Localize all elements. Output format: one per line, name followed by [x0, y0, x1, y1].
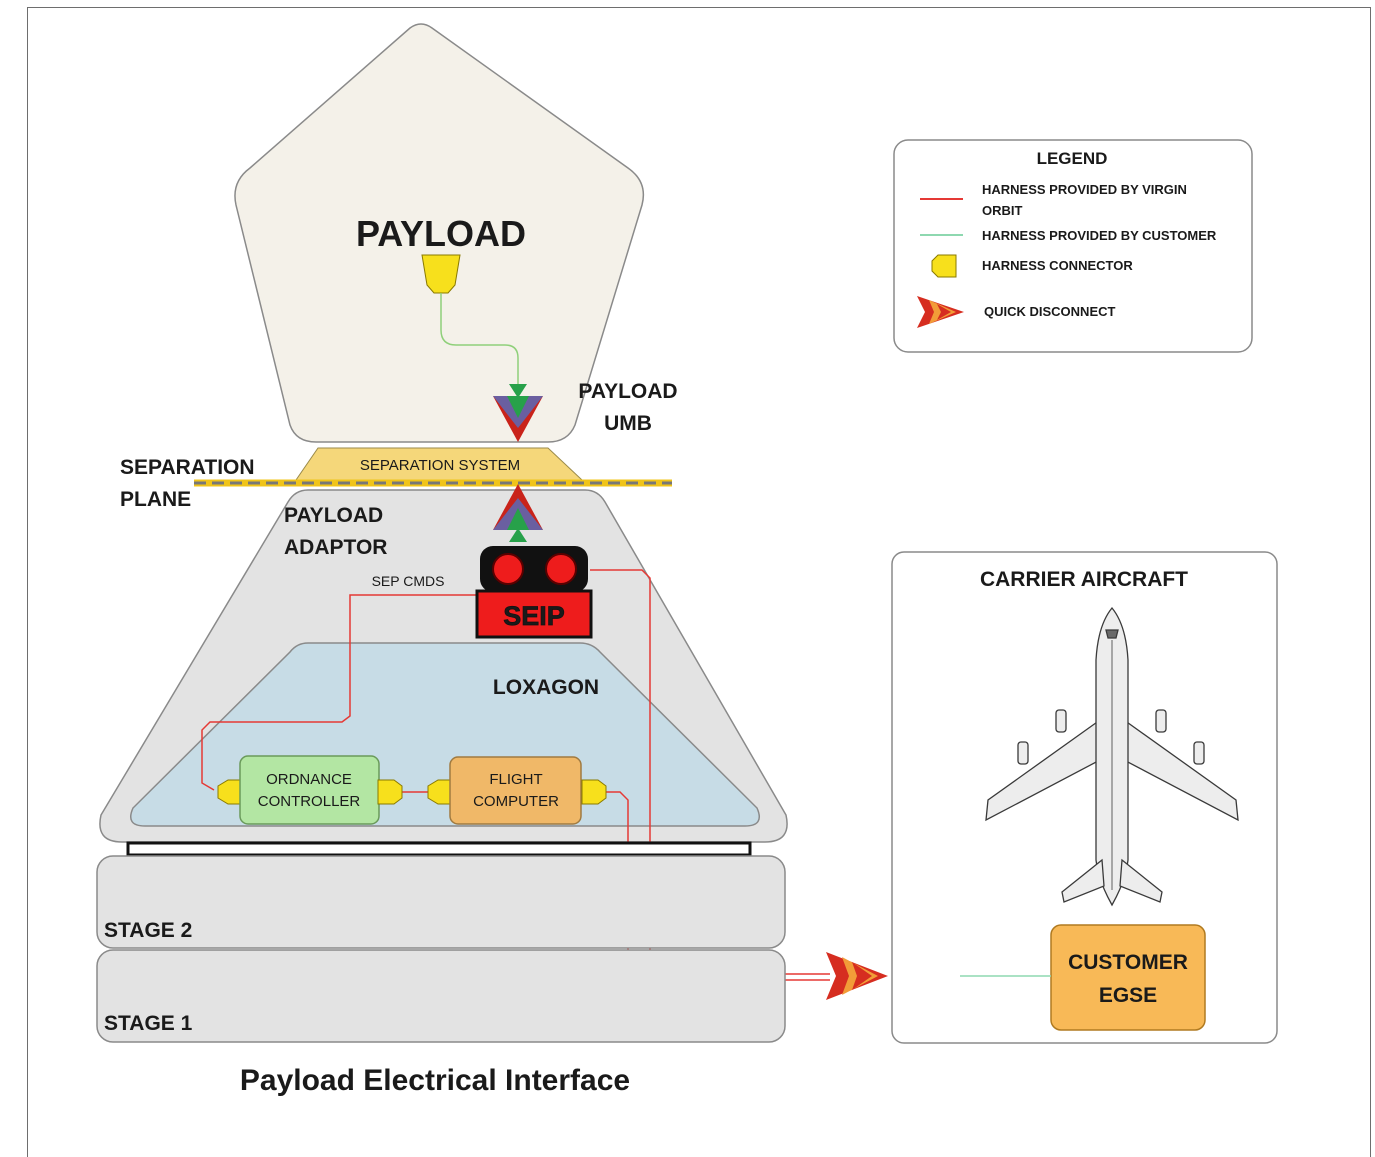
ordnance-controller-label-line1: ORDNANCE: [266, 771, 352, 788]
seip-box: [475, 589, 593, 639]
ordnance-right-connector-icon: [377, 779, 403, 805]
separation-system-label: SEPARATION SYSTEM: [360, 457, 520, 474]
legend-item-virgin-line2: ORBIT: [982, 203, 1023, 218]
stage-2: [96, 855, 786, 949]
flight-computer-box: [449, 756, 582, 825]
adaptor-umbilical-icon: [493, 484, 543, 542]
customer-egse-label-line1: CUSTOMER: [1068, 951, 1188, 974]
diagram-frame: [27, 7, 1371, 1157]
payload-adaptor-label-line1: PAYLOAD: [284, 504, 383, 527]
legend-item-connector: HARNESS CONNECTOR: [982, 258, 1133, 273]
launcher-quick-disconnect-icon: [826, 952, 888, 1000]
stage-1-label: STAGE 1: [104, 1012, 193, 1035]
carrier-aircraft-panel: [891, 551, 1278, 1044]
sep-cmds-harness: [201, 594, 480, 791]
legend-connector-icon: [931, 254, 957, 278]
separation-plane-label-line2: PLANE: [120, 488, 191, 511]
ordnance-controller-box: [239, 755, 380, 825]
interstage-ring: [126, 841, 752, 857]
legend-item-quick-disconnect: QUICK DISCONNECT: [984, 304, 1116, 319]
payload-fairing: [234, 23, 645, 443]
loxagon-label: LOXAGON: [493, 676, 599, 699]
payload-umb-label-line2: UMB: [604, 412, 652, 435]
legend-item-customer: HARNESS PROVIDED BY CUSTOMER: [982, 228, 1217, 243]
payload-adaptor-label-line2: ADAPTOR: [284, 536, 387, 559]
diagram-caption: Payload Electrical Interface: [240, 1064, 630, 1097]
carrier-aircraft-label: CARRIER AIRCRAFT: [980, 568, 1188, 591]
flight-computer-label-line1: FLIGHT: [489, 771, 542, 788]
customer-egse-label-line2: EGSE: [1099, 984, 1157, 1007]
payload-umb-label-line1: PAYLOAD: [578, 380, 677, 403]
payload-harness-connector-icon: [421, 254, 461, 294]
payload-customer-harness: [440, 293, 519, 392]
customer-egse-box: [1050, 924, 1206, 1031]
stage-1: [96, 949, 786, 1043]
payload-umbilical-icon: [493, 384, 543, 442]
separation-plane-label-line1: SEPARATION: [120, 456, 255, 479]
sep-cmds-label: SEP CMDS: [372, 573, 445, 589]
legend-title: LEGEND: [1037, 149, 1108, 168]
ordnance-controller-label-line2: CONTROLLER: [258, 793, 361, 810]
flight-computer-label-line2: COMPUTER: [473, 793, 559, 810]
seip-connector-right: [545, 553, 577, 585]
seip-connector-left: [492, 553, 524, 585]
legend-item-virgin-line1: HARNESS PROVIDED BY VIRGIN: [982, 182, 1187, 197]
stage-2-label: STAGE 2: [104, 919, 192, 942]
legend-box: [893, 139, 1253, 353]
payload-label: PAYLOAD: [356, 213, 526, 254]
flight-right-connector-icon: [581, 779, 607, 805]
carrier-aircraft-icon: [985, 606, 1239, 907]
seip-label: SEIP: [503, 601, 565, 631]
legend-quick-disconnect-icon: [917, 296, 964, 328]
